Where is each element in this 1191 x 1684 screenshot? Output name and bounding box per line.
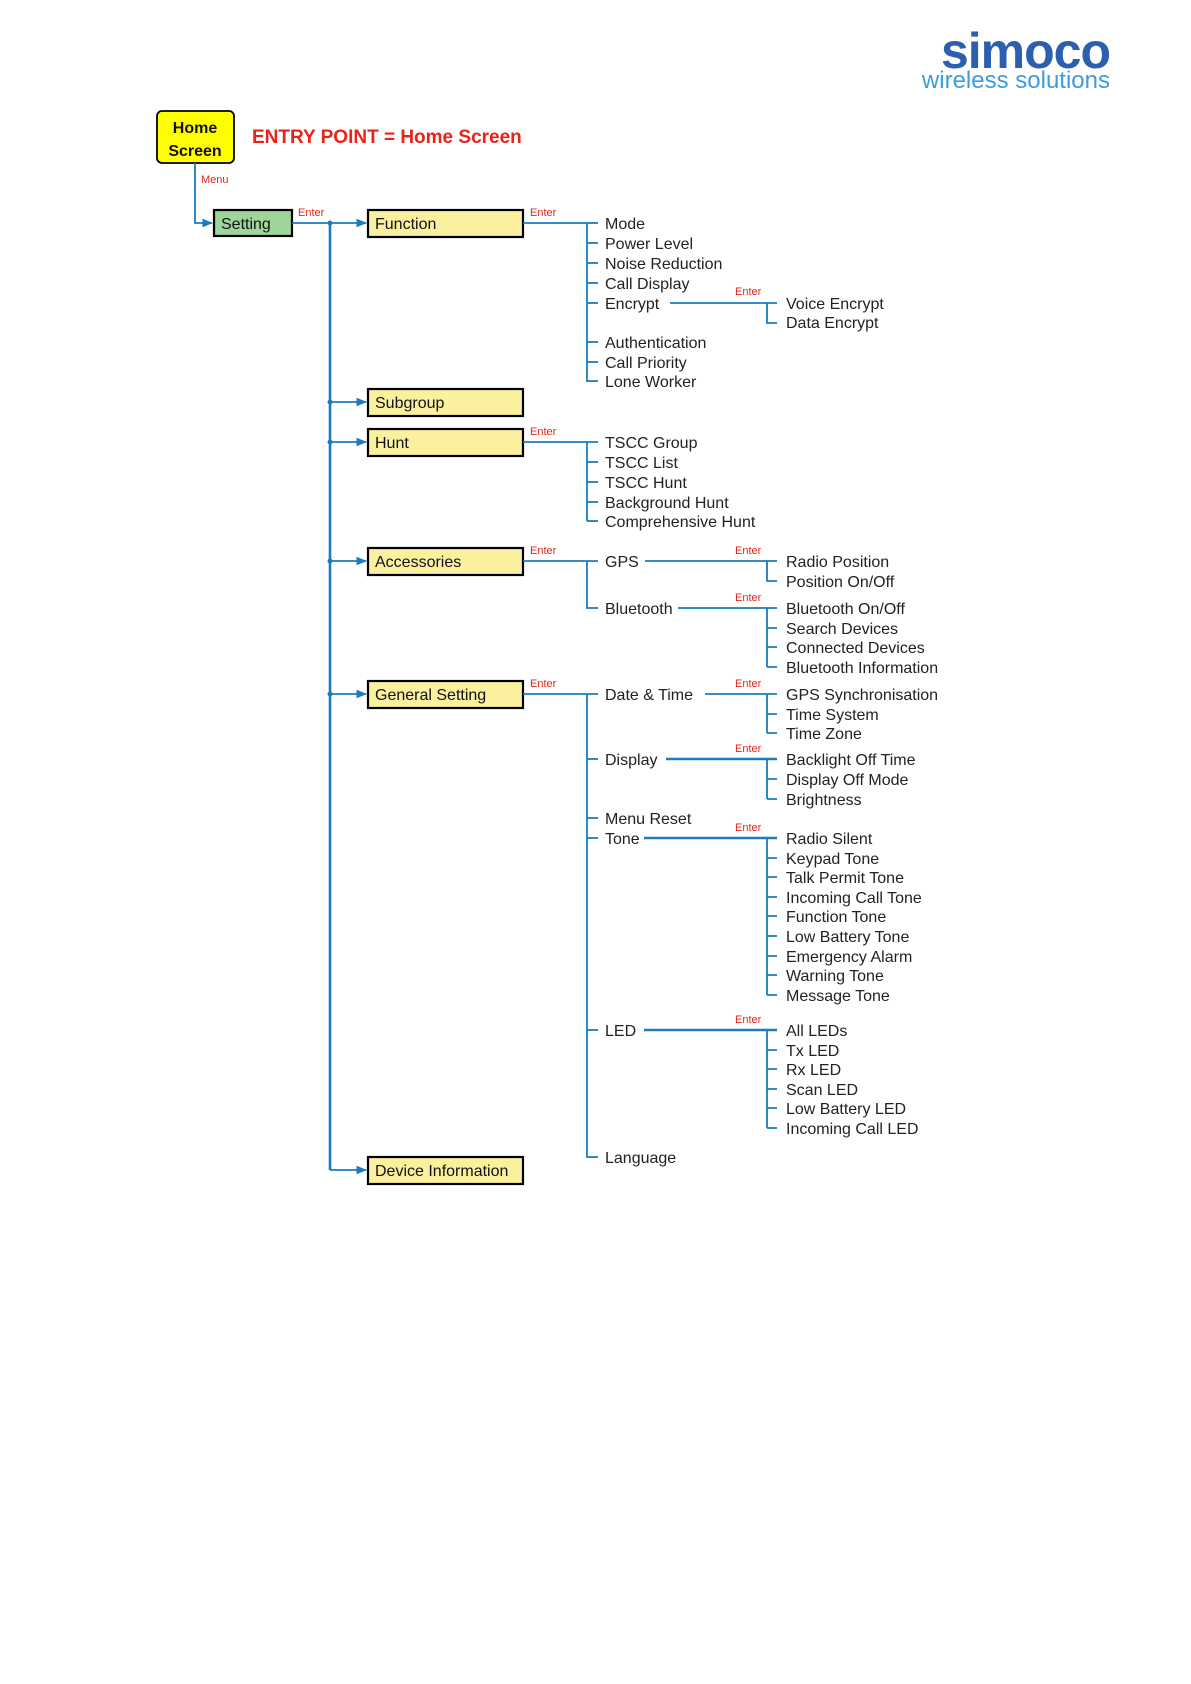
entry-point-title: ENTRY POINT = Home Screen xyxy=(252,127,522,148)
function-item: Encrypt xyxy=(605,296,660,313)
hunt-box xyxy=(366,427,525,458)
logo-brand: simoco xyxy=(941,23,1110,79)
encrypt-item: Voice Encrypt xyxy=(786,296,884,313)
function-item: Call Priority xyxy=(605,355,687,372)
encrypt-item: Data Encrypt xyxy=(786,315,879,332)
gps-item: Radio Position xyxy=(786,554,889,571)
display-bracket xyxy=(766,759,777,800)
gps-connector xyxy=(645,560,777,582)
tone-item: Function Tone xyxy=(786,909,886,926)
device-information-box xyxy=(366,1155,525,1186)
bluetooth-item: Search Devices xyxy=(786,621,898,638)
led-item: Incoming Call LED xyxy=(786,1121,919,1138)
date-time-item: Time System xyxy=(786,707,879,724)
menu-label: Menu xyxy=(201,174,229,186)
tone-item: Talk Permit Tone xyxy=(786,870,904,887)
encrypt-connector xyxy=(670,302,777,324)
bluetooth-item: Bluetooth On/Off xyxy=(786,601,905,618)
date-time-item: GPS Synchronisation xyxy=(786,687,938,704)
enter-label: Enter xyxy=(530,426,557,438)
led-item: Tx LED xyxy=(786,1043,839,1060)
enter-label: Enter xyxy=(735,592,762,604)
hunt-item: TSCC Hunt xyxy=(605,475,687,492)
function-item: Power Level xyxy=(605,236,693,253)
simoco-logo: simoco wireless solutions xyxy=(921,23,1111,94)
enter-label: Enter xyxy=(735,743,762,755)
date-time-connector xyxy=(705,693,777,734)
home-box-line-2: Screen xyxy=(168,143,221,160)
hunt-label: Hunt xyxy=(375,435,409,452)
enter-label: Enter xyxy=(735,545,762,557)
tone-item: Low Battery Tone xyxy=(786,929,909,946)
language-label: Language xyxy=(605,1150,676,1167)
tone-label: Tone xyxy=(605,831,640,848)
tone-item: Incoming Call Tone xyxy=(786,890,922,907)
hunt-item: Background Hunt xyxy=(605,495,729,512)
bluetooth-connector xyxy=(678,607,777,668)
setting-box xyxy=(212,208,294,238)
enter-label: Enter xyxy=(530,678,557,690)
enter-label: Enter xyxy=(735,286,762,298)
function-item: Authentication xyxy=(605,335,706,352)
led-item: Low Battery LED xyxy=(786,1101,906,1118)
date-time-label: Date & Time xyxy=(605,687,693,704)
led-bracket xyxy=(766,1030,777,1129)
device-information-label: Device Information xyxy=(375,1163,508,1180)
date-time-item: Time Zone xyxy=(786,726,862,743)
junction-dot xyxy=(327,558,333,564)
enter-label: Enter xyxy=(735,678,762,690)
tone-bracket xyxy=(766,838,777,996)
hunt-item: Comprehensive Hunt xyxy=(605,514,756,531)
function-item: Noise Reduction xyxy=(605,256,722,273)
junction-dot xyxy=(327,439,333,445)
general-setting-bracket xyxy=(586,694,598,1158)
display-item: Backlight Off Time xyxy=(786,752,916,769)
tone-item: Keypad Tone xyxy=(786,851,879,868)
gps-label: GPS xyxy=(605,554,639,571)
hunt-item: TSCC Group xyxy=(605,435,698,452)
tone-item: Warning Tone xyxy=(786,968,884,985)
setting-label: Setting xyxy=(221,216,271,233)
function-item: Mode xyxy=(605,216,645,233)
bluetooth-label: Bluetooth xyxy=(605,601,673,618)
junction-dot xyxy=(327,691,333,697)
function-item: Lone Worker xyxy=(605,374,697,391)
home-box-line-1: Home xyxy=(173,120,218,137)
general-setting-label: General Setting xyxy=(375,687,486,704)
subgroup-label: Subgroup xyxy=(375,395,444,412)
led-label: LED xyxy=(605,1023,636,1040)
enter-label: Enter xyxy=(735,822,762,834)
function-item: Call Display xyxy=(605,276,689,293)
menu-reset-label: Menu Reset xyxy=(605,811,692,828)
logo-tagline: wireless solutions xyxy=(921,67,1110,94)
function-label: Function xyxy=(375,216,436,233)
led-item: Rx LED xyxy=(786,1062,841,1079)
tone-item: Emergency Alarm xyxy=(786,949,912,966)
subgroup-box xyxy=(366,387,525,418)
enter-label: Enter xyxy=(530,545,557,557)
tone-item: Message Tone xyxy=(786,988,890,1005)
tone-item: Radio Silent xyxy=(786,831,873,848)
led-item: All LEDs xyxy=(786,1023,847,1040)
general-setting-box xyxy=(366,679,525,710)
accessories-bracket xyxy=(586,561,598,609)
led-item: Scan LED xyxy=(786,1082,858,1099)
gps-item: Position On/Off xyxy=(786,574,895,591)
bluetooth-item: Bluetooth Information xyxy=(786,660,938,677)
display-label: Display xyxy=(605,752,657,769)
display-item: Brightness xyxy=(786,792,862,809)
junction-dot xyxy=(327,399,333,405)
enter-label: Enter xyxy=(735,1014,762,1026)
display-item: Display Off Mode xyxy=(786,772,909,789)
function-box xyxy=(366,208,525,239)
accessories-label: Accessories xyxy=(375,554,461,571)
enter-label: Enter xyxy=(298,207,325,219)
hunt-item: TSCC List xyxy=(605,455,678,472)
bluetooth-item: Connected Devices xyxy=(786,640,925,657)
enter-label: Enter xyxy=(530,207,557,219)
home-to-setting-connector xyxy=(194,163,214,228)
